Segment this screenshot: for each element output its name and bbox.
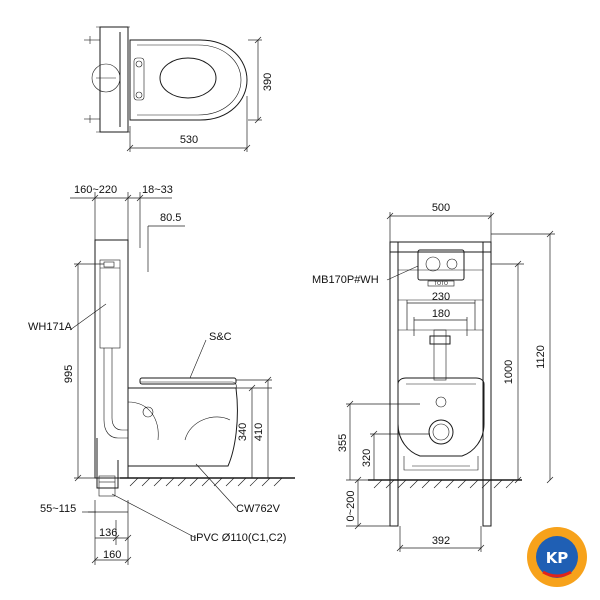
side-front-gap-label: 18~33 [142, 184, 173, 196]
top-depth-label: 390 [262, 73, 274, 91]
front-bracket-a-label: 230 [432, 291, 450, 303]
front-floor-range-label: 0~200 [345, 491, 357, 522]
plate-brand-mark: TOTO [434, 281, 448, 287]
side-floor-gap-label: 55~115 [40, 503, 76, 515]
logo-accent [542, 570, 572, 578]
side-base-depth-label: 160 [103, 549, 121, 561]
side-bowl-height-a: 340 [237, 423, 249, 441]
side-pipe-offset-label: 136 [99, 527, 117, 539]
seat-label: S&C [209, 331, 232, 343]
top-view: 390 530 [84, 26, 274, 152]
front-view: 500 TOTO MB170P#WH 230 180 [312, 202, 555, 552]
front-foot-width-label: 392 [432, 535, 450, 547]
plate-label: MB170P#WH [312, 274, 379, 286]
bowl-label: CW762V [236, 503, 281, 515]
front-bracket-b-label: 180 [432, 308, 450, 320]
side-offset-label: 80.5 [160, 212, 181, 224]
side-frame-height-label: 995 [63, 365, 75, 383]
pipe-label: uPVC Ø110(C1,C2) [190, 532, 286, 544]
front-total-height-label: 1120 [535, 345, 547, 369]
side-view: 160~220 18~33 80.5 [28, 184, 295, 565]
front-bolt-b-label: 320 [361, 449, 373, 467]
front-frame-height-label: 1000 [503, 360, 515, 384]
kp-logo: KP [527, 527, 587, 587]
front-bolt-a-label: 355 [337, 434, 349, 452]
logo-text: KP [546, 549, 569, 567]
front-width-label: 500 [432, 202, 450, 214]
top-width-label: 530 [180, 134, 198, 146]
logo-center [536, 536, 578, 578]
side-bowl-height-b: 410 [253, 423, 265, 441]
cistern-label: WH171A [28, 321, 73, 333]
side-wall-gap-label: 160~220 [74, 184, 117, 196]
